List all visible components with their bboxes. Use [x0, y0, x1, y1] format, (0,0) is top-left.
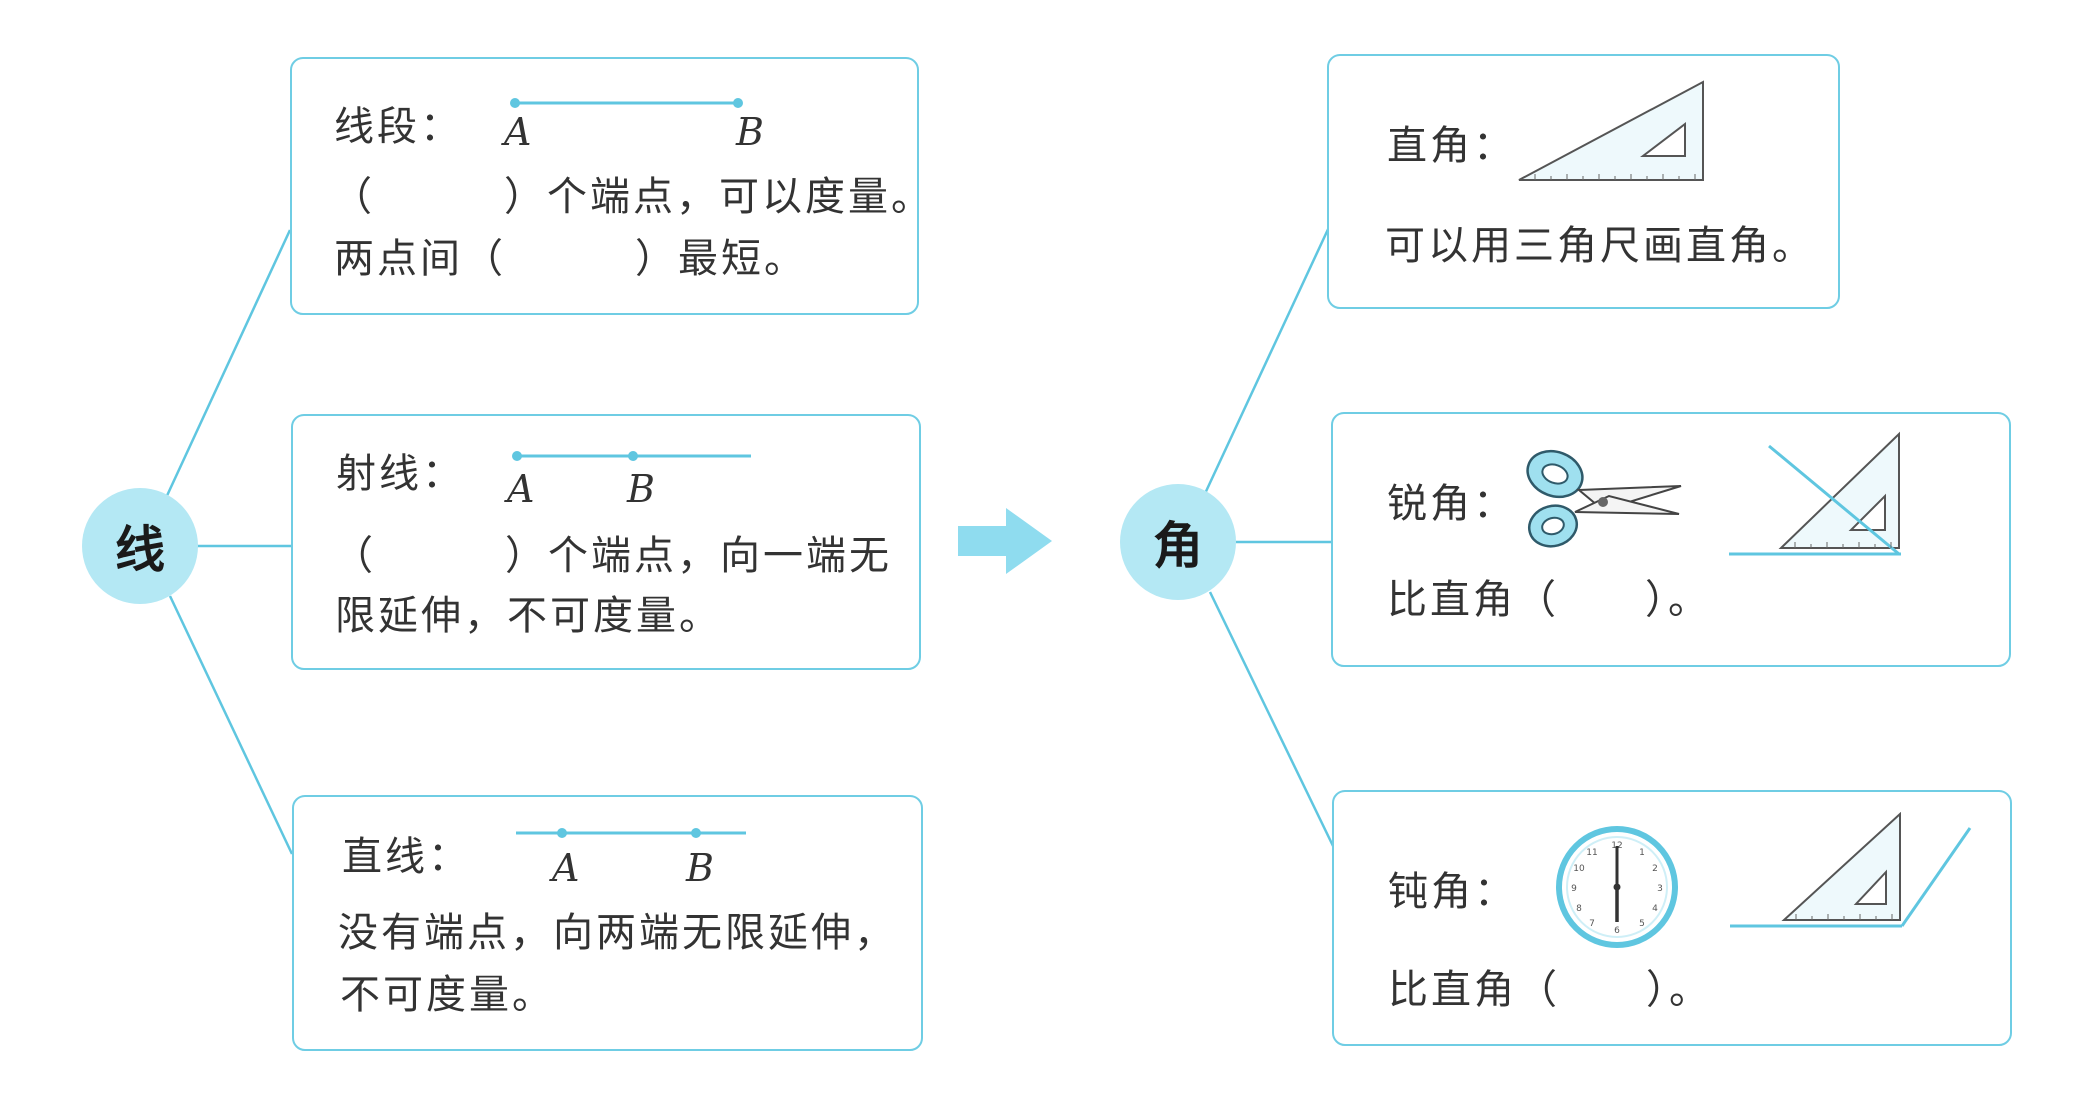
hub-line: 线: [82, 488, 198, 604]
card-text-line: 两点间（ ）最短。: [334, 236, 807, 282]
card-text-line: 限延伸，不可度量。: [335, 593, 722, 639]
set-square-icon: [1518, 80, 1704, 181]
card-text-line: 不可度量。: [340, 972, 555, 1018]
set-square-acute-icon: [1729, 431, 1901, 556]
set-square-obtuse-icon: [1730, 812, 1972, 928]
ray-figure: [512, 451, 751, 461]
card-title: 射线：: [336, 451, 465, 497]
connector-line: [1200, 224, 1332, 501]
point-label: A: [504, 110, 532, 154]
point-label: B: [686, 846, 714, 890]
card-straight-line: 直线： A B 没有端点，向两端无限延伸， 不可度量。: [292, 795, 923, 1051]
svg-text:4: 4: [1652, 904, 1658, 914]
point-label: A: [552, 846, 580, 890]
card-text-line: 可以用三角尺画直角。: [1385, 223, 1815, 269]
point-label: B: [627, 467, 655, 511]
straight-line-figure: [516, 828, 746, 838]
svg-text:8: 8: [1576, 904, 1582, 914]
svg-text:9: 9: [1571, 884, 1577, 894]
card-text-line: （ ）个端点，可以度量。: [332, 174, 934, 220]
svg-text:10: 10: [1573, 864, 1585, 874]
card-title: 直线：: [342, 834, 471, 880]
card-ray: 射线： A B （ ）个端点，向一端无 限延伸，不可度量。: [291, 414, 921, 670]
point-label: A: [507, 467, 535, 511]
card-text-line: 比直角（ ）。: [1388, 967, 1712, 1013]
card-acute-angle: 锐角： 比直角（ ）。: [1331, 412, 2011, 667]
svg-text:11: 11: [1586, 848, 1597, 858]
connector-line: [163, 229, 292, 501]
card-title: 锐角：: [1387, 481, 1516, 527]
card-title: 直角：: [1387, 123, 1516, 169]
connector-line: [1208, 591, 1336, 849]
scissors-icon: [1526, 449, 1682, 548]
svg-text:6: 6: [1614, 926, 1620, 936]
svg-text:3: 3: [1657, 884, 1663, 894]
card-right-angle: 直角： 可以用三角尺画直角。: [1327, 54, 1840, 309]
svg-text:5: 5: [1639, 919, 1645, 929]
card-title: 钝角：: [1388, 869, 1517, 915]
card-text-line: （ ）个端点，向一端无: [333, 533, 892, 579]
card-line-segment: 线段： A B （ ）个端点，可以度量。 两点间（ ）最短。: [290, 57, 931, 315]
svg-text:1: 1: [1639, 848, 1645, 858]
svg-text:7: 7: [1589, 919, 1595, 929]
svg-text:2: 2: [1652, 864, 1658, 874]
card-title: 线段：: [334, 104, 463, 150]
segment-figure: [510, 98, 743, 108]
hub-angle: 角: [1120, 484, 1236, 600]
card-text-line: 没有端点，向两端无限延伸，: [338, 910, 897, 956]
connector-line: [168, 595, 294, 855]
point-label: B: [736, 110, 764, 154]
card-text-line: 比直角（ ）。: [1387, 577, 1711, 623]
